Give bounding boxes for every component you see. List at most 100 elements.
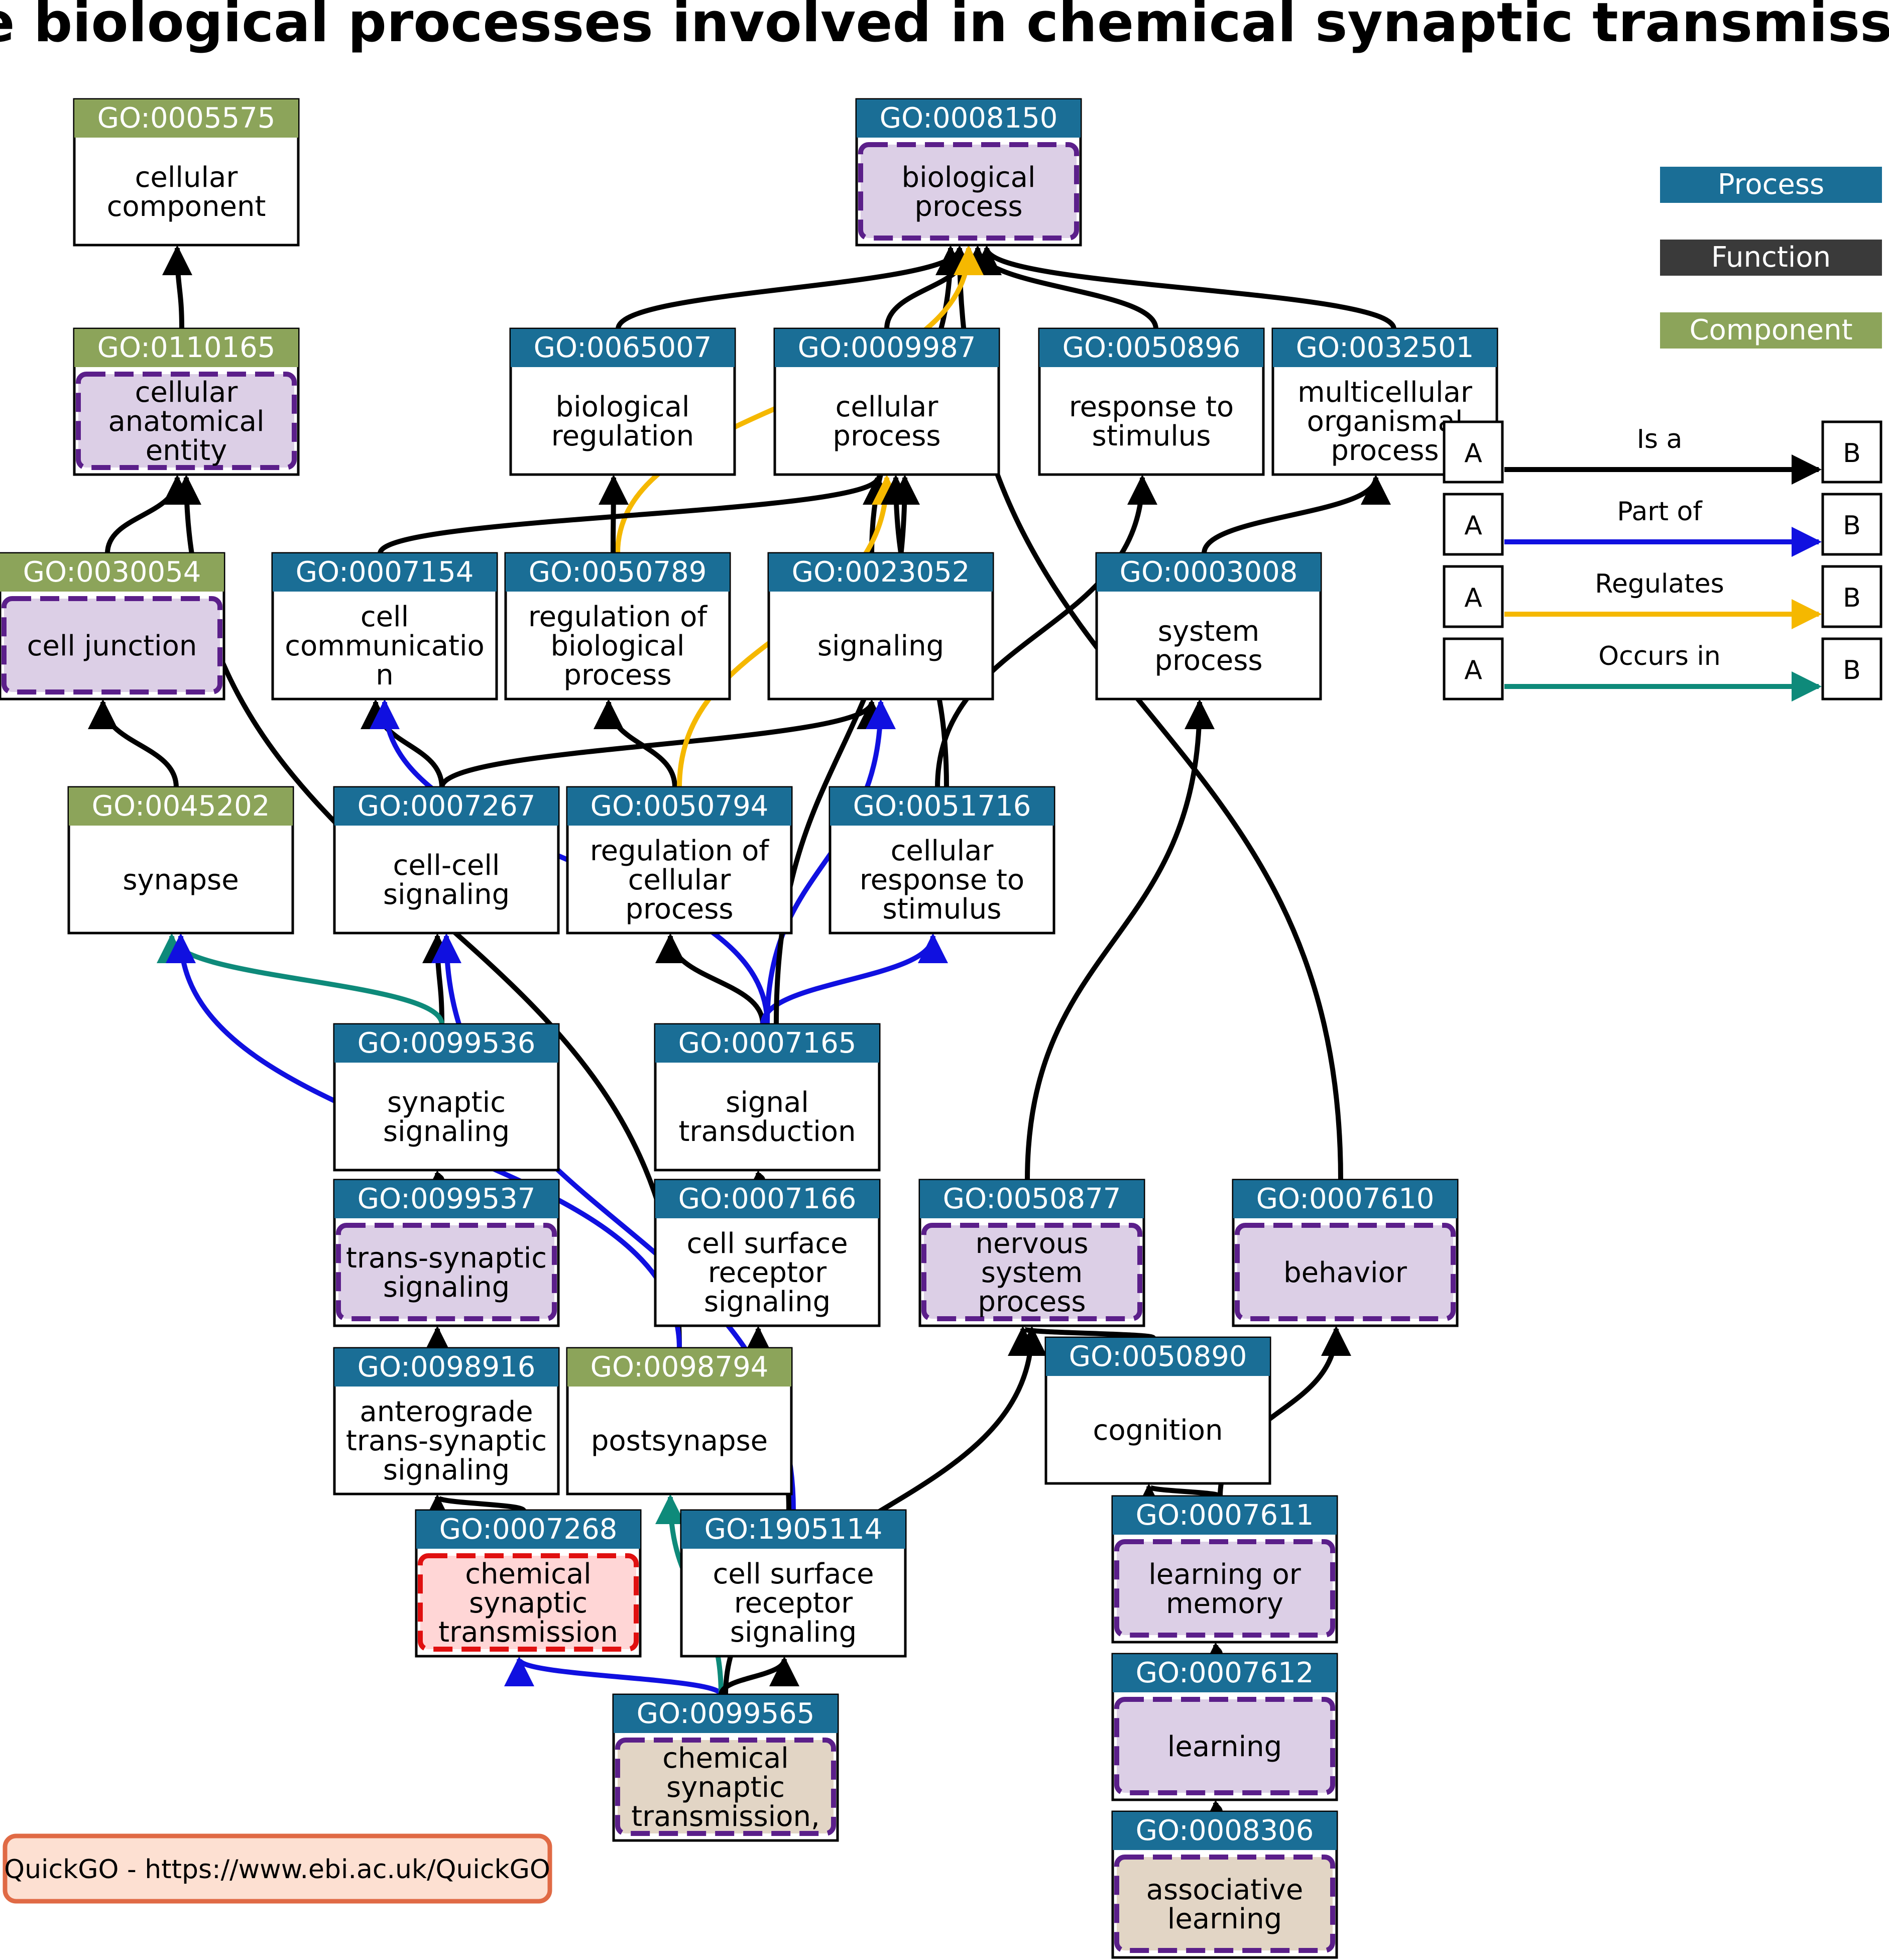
node-label: system: [1158, 615, 1259, 648]
node-header: [416, 1511, 640, 1549]
go-node-go0098794[interactable]: GO:0098794 postsynapse: [566, 1347, 793, 1495]
node-highlight: [858, 142, 1079, 241]
node-label: receptor: [708, 1256, 827, 1289]
node-label: component: [107, 190, 266, 223]
node-label: trans-synaptic: [346, 1425, 547, 1457]
node-label: system: [981, 1256, 1083, 1289]
edge-part_of-GO0007165-GO0051716: [760, 933, 948, 1025]
node-label: cellular: [135, 376, 239, 409]
legend-relation-label: Occurs in: [1598, 641, 1720, 671]
node-id: GO:0050890: [1069, 1340, 1247, 1373]
node-header: [334, 1348, 558, 1387]
node-id: GO:0007612: [1136, 1657, 1314, 1689]
legend-a: A: [1464, 655, 1482, 685]
node-label: signaling: [730, 1616, 857, 1649]
node-label: process: [625, 893, 733, 926]
node-header: [506, 553, 730, 592]
node-header: [1113, 1812, 1337, 1850]
legend-b: B: [1843, 511, 1861, 541]
edge-occurs_in-GO0099536-GO0045202: [157, 933, 444, 1025]
edge-part_of-GO0007165-GO0023052: [765, 699, 896, 1025]
node-highlight: [1114, 1539, 1335, 1638]
node-label: receptor: [734, 1587, 853, 1620]
node-label: transmission,: [631, 1800, 820, 1833]
node-header: [655, 1180, 879, 1218]
legend-b: B: [1843, 655, 1861, 685]
footer-badge[interactable]: QuickGO - https://www.ebi.ac.uk/QuickGO: [3, 1833, 552, 1904]
node-label: associative: [1146, 1874, 1304, 1906]
node-label: biological: [556, 391, 690, 423]
edge-is_a-GO0032501-GO0008150: [972, 245, 1396, 330]
go-node-go0050890[interactable]: GO:0050890 cognition: [1044, 1336, 1271, 1485]
node-label: learning: [1167, 1903, 1282, 1935]
node-label: signaling: [704, 1286, 831, 1318]
edge-is_a-GO0007165-GO0050794: [655, 933, 765, 1025]
edge-part_of-GO0099565-GO0007268: [504, 1656, 724, 1696]
node-id: GO:0007165: [678, 1027, 857, 1060]
node-label: signaling: [383, 1271, 510, 1304]
node-highlight: [76, 372, 297, 470]
node-header: [1113, 1496, 1337, 1535]
node-header: [920, 1180, 1144, 1218]
node-id: GO:0003008: [1120, 556, 1298, 589]
footer-link[interactable]: QuickGO - https://www.ebi.ac.uk/QuickGO: [4, 1855, 550, 1885]
node-label: learning or: [1148, 1558, 1302, 1591]
node-id: GO:0050877: [943, 1183, 1121, 1215]
diagram-title: The biological processes involved in che…: [0, 0, 1889, 54]
node-label: anatomical: [108, 405, 264, 438]
node-header: [74, 329, 298, 367]
node-header: [769, 553, 993, 592]
edge-is_a-GO0045202-GO0030054: [88, 699, 179, 788]
edge-is_a-GO0007611-GO0050890: [1134, 1483, 1223, 1514]
node-id: GO:0007610: [1256, 1183, 1435, 1215]
node-label: signaling: [383, 878, 510, 911]
go-node-go0098916[interactable]: GO:0098916anterogradetrans-synapticsigna…: [333, 1347, 560, 1495]
legend-relation-label: Regulates: [1595, 569, 1724, 599]
legend-a: A: [1464, 583, 1482, 613]
node-label: cell surface: [713, 1558, 874, 1590]
node-id: GO:0110165: [97, 331, 276, 364]
node-label: postsynapse: [591, 1425, 768, 1457]
node-label: organismal: [1307, 405, 1463, 438]
node-label: process: [563, 659, 671, 691]
node-id: GO:0098794: [591, 1351, 769, 1383]
edge-is_a-GO0110165-GO0005575: [162, 245, 193, 329]
node-label: cognition: [1093, 1414, 1223, 1447]
node-label: cell junction: [27, 630, 197, 662]
node-id: GO:0065007: [534, 331, 712, 364]
node-label: cell: [361, 601, 409, 633]
node-label: communicatio: [285, 630, 485, 662]
node-header: [681, 1511, 905, 1549]
node-label: transmission: [438, 1616, 618, 1649]
node-header: [1039, 329, 1263, 367]
node-label: transduction: [678, 1115, 856, 1148]
